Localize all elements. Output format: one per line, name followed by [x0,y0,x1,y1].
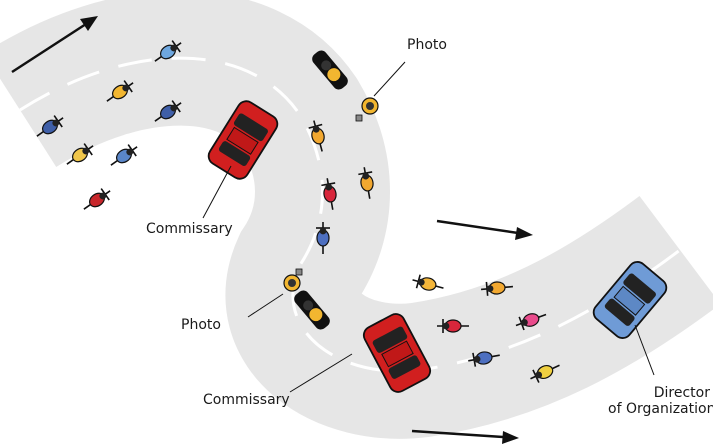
label-director-line1: Director [608,385,710,401]
road [20,58,680,371]
label-photo-top: Photo [407,37,447,53]
label-commissary-top: Commissary [146,221,233,237]
cyclist [107,141,141,171]
label-director-line2: of Organization [608,401,710,417]
direction-arrow-bottom-right [412,431,519,444]
leader-line-photo-top [374,62,405,96]
cyclist [80,185,114,215]
label-director: Director of Organization [608,385,710,417]
label-commissary-bottom: Commissary [203,392,290,408]
cyclist [411,273,446,295]
leader-line-commissary-top [203,166,231,218]
direction-arrow-middle-right [437,221,533,240]
label-photo-mid: Photo [181,317,221,333]
